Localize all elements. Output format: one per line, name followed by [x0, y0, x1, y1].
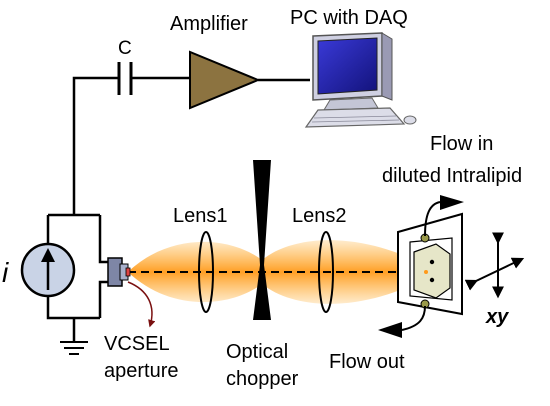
laser-beam [128, 240, 410, 304]
pc-label: PC with DAQ [290, 7, 408, 29]
lens2-label: Lens2 [292, 205, 347, 227]
xy-label: xy [485, 306, 509, 328]
lens1 [198, 231, 214, 313]
chopper-label-2: chopper [226, 368, 299, 390]
flow-cell [397, 212, 463, 316]
current-source [20, 242, 76, 298]
capacitor [117, 62, 133, 95]
capacitor-label: C [118, 38, 132, 59]
lens1-label: Lens1 [173, 205, 228, 227]
flow-in-arrowhead [440, 195, 464, 210]
flow-in-label: Flow in [430, 133, 493, 155]
amplifier-triangle [189, 50, 261, 110]
flow-out-arrowhead [378, 322, 402, 338]
current-source-label: i [2, 257, 9, 288]
flow-out-label: Flow out [329, 351, 405, 373]
vcsel-device [107, 257, 131, 287]
circuit-wires [46, 76, 310, 342]
aperture-label: aperture [104, 360, 179, 382]
aperture-arrow [127, 281, 156, 328]
vcsel-label: VCSEL [104, 333, 170, 355]
lens2 [318, 231, 334, 313]
flow-in-label-2: diluted Intralipid [382, 165, 522, 187]
computer-icon [304, 32, 417, 128]
ground-symbol [60, 341, 88, 355]
flow-in-tube [424, 201, 441, 237]
optical-chopper [253, 160, 271, 320]
flow-out-tube [401, 305, 426, 331]
chopper-label: Optical [226, 341, 288, 363]
amplifier-label: Amplifier [170, 13, 248, 35]
xy-axes-icon [464, 232, 525, 299]
